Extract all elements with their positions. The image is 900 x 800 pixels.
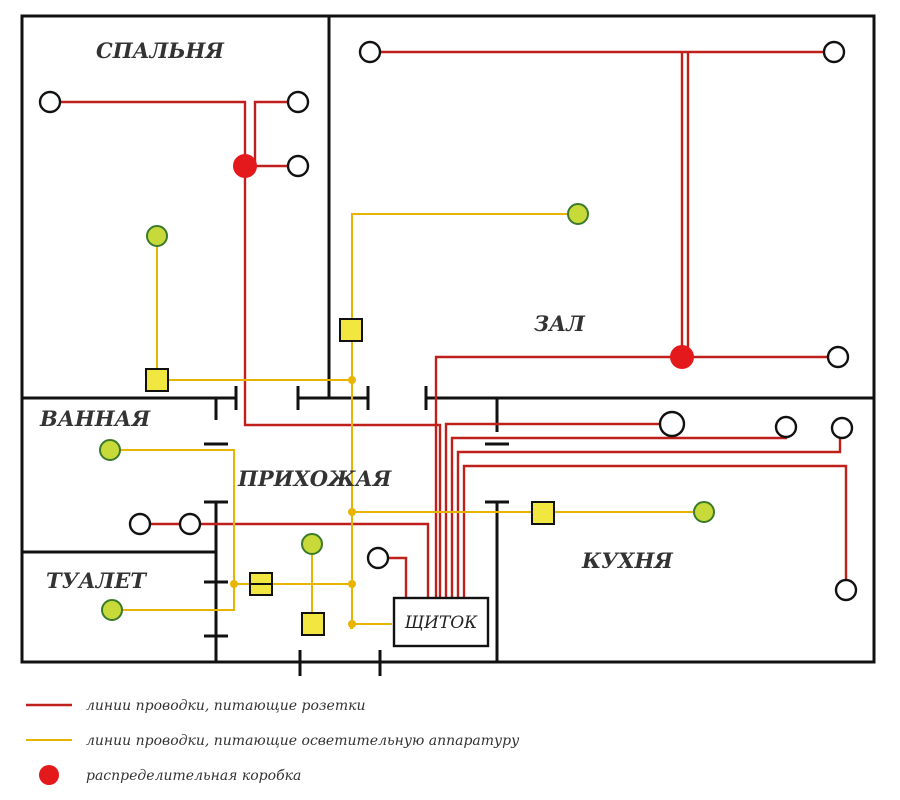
lamps [99, 203, 715, 621]
legend-label-lights: линии проводки, питающие осветительную а… [86, 733, 520, 749]
switch-icon [145, 368, 169, 392]
door-marks [204, 386, 509, 676]
socket-icon [286, 90, 310, 114]
lamp-icon [301, 533, 323, 555]
room-label-toilet: ТУАЛЕТ [46, 568, 147, 593]
lamp-icon [693, 501, 715, 523]
legend-junction-box-icon [39, 765, 59, 785]
junction-box-icon [670, 345, 694, 369]
socket-icon [128, 512, 152, 536]
sockets [38, 40, 858, 602]
legend: линии проводки, питающие розетки линии п… [26, 698, 520, 785]
panel-label: ЩИТОК [404, 613, 479, 633]
socket-icon [178, 512, 202, 536]
lamp-icon [146, 225, 168, 247]
lamp-icon [99, 439, 121, 461]
switch-icon [531, 501, 555, 525]
socket-icon [830, 416, 854, 440]
switch-icon [339, 318, 363, 342]
socket-icon [822, 40, 846, 64]
legend-label-junction-box: распределительная коробка [86, 768, 301, 784]
room-label-bedroom: СПАЛЬНЯ [96, 38, 225, 63]
socket-icon [358, 40, 382, 64]
room-labels: СПАЛЬНЯ ЗАЛ ВАННАЯ ПРИХОЖАЯ ТУАЛЕТ КУХНЯ [39, 38, 674, 593]
socket-icon [774, 415, 798, 439]
walls [20, 14, 876, 664]
lamp-icon [567, 203, 589, 225]
socket-wiring [54, 50, 848, 598]
socket-icon [38, 90, 62, 114]
switch-icon [301, 612, 325, 636]
socket-icon [826, 345, 850, 369]
socket-icon [366, 546, 390, 570]
room-label-hallway: ПРИХОЖАЯ [237, 466, 393, 491]
light-junction-dots [230, 376, 356, 628]
electrical-panel: ЩИТОК [392, 596, 490, 648]
socket-icon [286, 154, 310, 178]
light-wiring [110, 213, 704, 629]
socket-icon [834, 578, 858, 602]
room-label-hall: ЗАЛ [534, 311, 586, 336]
room-label-kitchen: КУХНЯ [581, 548, 674, 573]
socket-icon [658, 410, 686, 438]
legend-label-sockets: линии проводки, питающие розетки [86, 698, 365, 714]
lamp-icon [101, 599, 123, 621]
room-label-bathroom: ВАННАЯ [39, 406, 152, 431]
switches [145, 318, 555, 636]
junction-box-icon [233, 154, 257, 178]
junction-boxes [233, 154, 694, 369]
